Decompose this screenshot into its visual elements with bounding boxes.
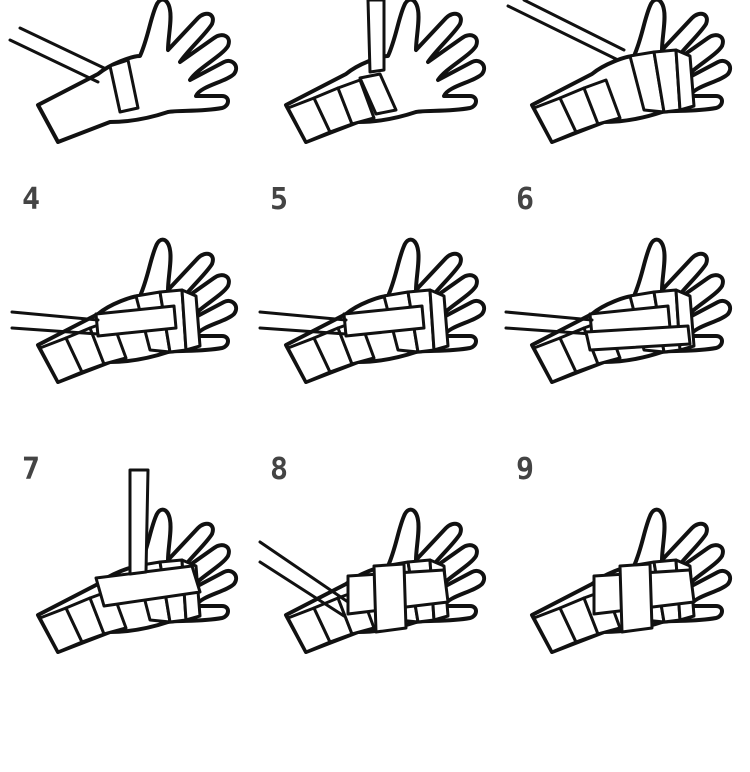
wrap-tail-line — [10, 310, 100, 322]
hand-illustration-4 — [10, 237, 239, 384]
hand-group — [506, 0, 733, 144]
hand-illustration-9 — [530, 507, 733, 654]
wrap-tail-line — [506, 4, 620, 62]
step-panel-9: 9 — [494, 370, 744, 654]
cross-wrap — [358, 72, 398, 116]
knuckle-band-3 — [180, 288, 202, 352]
step-panel-3 — [494, 0, 744, 144]
step-panel-2 — [248, 0, 498, 144]
wrist-band-3 — [336, 78, 376, 126]
thumb-loop-strip — [108, 58, 140, 114]
wrap-tail-line-2 — [504, 326, 594, 336]
step-panel-8: 8 — [248, 370, 498, 654]
step-label-9: 9 — [516, 452, 535, 487]
step-label-8: 8 — [270, 452, 289, 487]
knuckle-band-3 — [674, 48, 696, 112]
hand-illustration-2 — [284, 0, 487, 144]
step-label-6: 6 — [516, 182, 535, 217]
hand-group — [10, 237, 239, 384]
hand-group — [258, 507, 487, 654]
palm-band — [94, 564, 202, 608]
step-panel-1 — [0, 0, 250, 144]
vertical-strap — [372, 562, 408, 634]
step-label-5: 5 — [270, 182, 289, 217]
knuckle-band-3 — [428, 288, 450, 352]
wrap-tail-line-2 — [10, 326, 100, 336]
wrap-tail-up — [128, 468, 150, 576]
wrap-tail-line — [504, 310, 594, 322]
step-panel-4: 4 — [0, 100, 250, 384]
step-label-7: 7 — [22, 452, 41, 487]
thumb-band — [342, 304, 426, 338]
hand-group — [8, 0, 239, 144]
wrap-tail-up — [366, 0, 386, 74]
hand-group — [530, 507, 733, 654]
hand-outline — [36, 0, 239, 144]
hand-illustration-3 — [506, 0, 733, 144]
hand-illustration-7 — [36, 468, 239, 654]
wrap-tail-line-2 — [522, 0, 626, 52]
wrap-tail-line — [8, 38, 100, 84]
diagonal-band — [584, 324, 692, 352]
hand-group — [36, 468, 239, 654]
hand-group — [258, 237, 487, 384]
hand-illustration-6 — [504, 237, 733, 384]
hand-group — [284, 0, 487, 144]
wrap-tail-line — [258, 310, 348, 322]
wrap-tail-line-2 — [258, 560, 346, 618]
wrist-band-3 — [582, 78, 622, 126]
wrap-tail-line — [258, 540, 350, 604]
hand-group — [504, 237, 733, 384]
hand-illustration-5 — [258, 237, 487, 384]
wrap-tail-line-2 — [258, 326, 348, 336]
thumb-band — [94, 304, 178, 338]
step-label-4: 4 — [22, 182, 41, 217]
wrap-tail-line-2 — [18, 26, 106, 70]
vertical-strap — [618, 562, 654, 634]
hand-illustration-8 — [258, 507, 487, 654]
step-panel-6: 6 — [494, 100, 744, 384]
step-panel-5: 5 — [248, 100, 498, 384]
hand-illustration-1 — [8, 0, 239, 144]
step-panel-7: 7 — [0, 370, 250, 654]
